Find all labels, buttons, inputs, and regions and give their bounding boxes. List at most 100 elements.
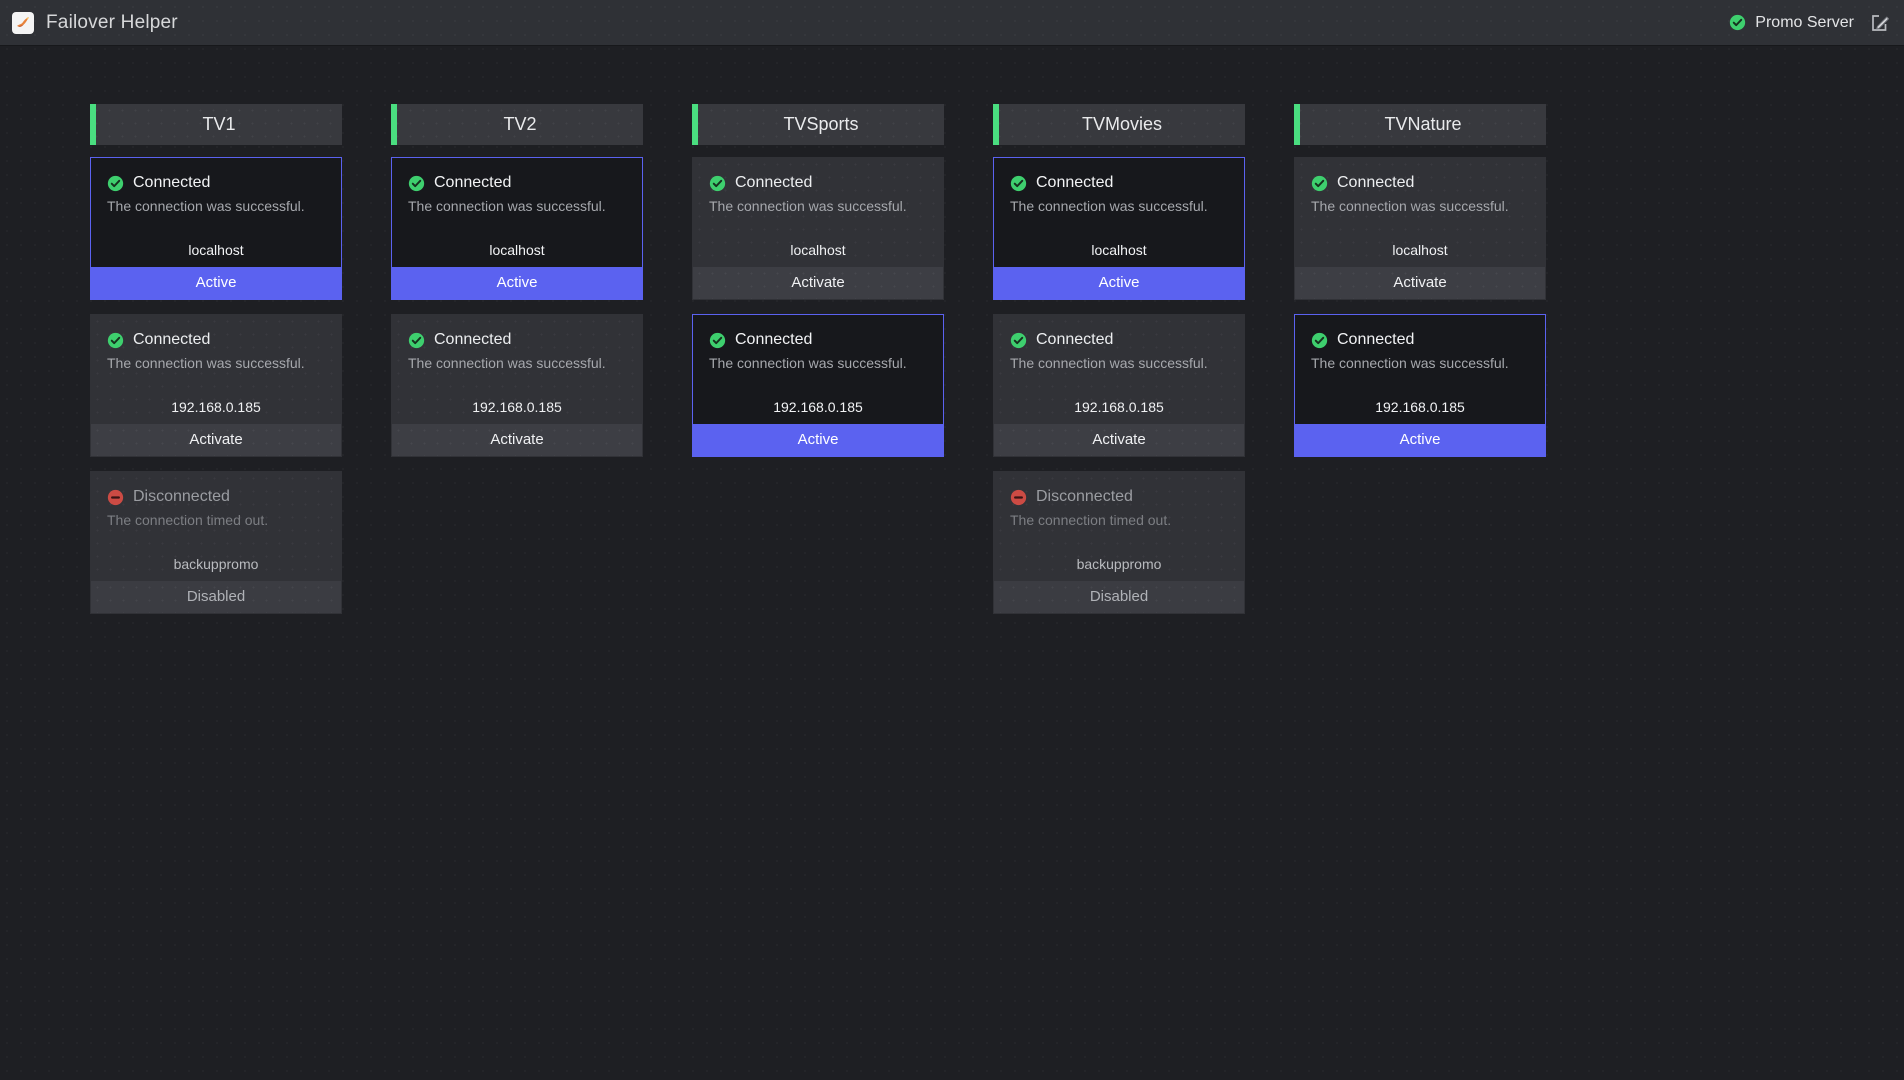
edit-pencil-icon[interactable] (1870, 13, 1890, 33)
status-description: The connection timed out. (1010, 512, 1172, 528)
status-row: Connected (1010, 331, 1228, 349)
app-title: Failover Helper (46, 11, 178, 33)
status-label: Disconnected (133, 488, 230, 505)
check-circle-icon (709, 175, 726, 191)
status-row: Connected (408, 174, 626, 192)
status-description: The connection was successful. (709, 198, 907, 214)
column-header: TVMovies (993, 104, 1245, 145)
server-label: Promo Server (1755, 13, 1854, 31)
status-label: Connected (735, 331, 813, 348)
status-row: Connected (107, 174, 325, 192)
status-description: The connection was successful. (1311, 355, 1509, 371)
host-address: backuppromo (1076, 556, 1162, 572)
status-label: Connected (133, 174, 211, 191)
status-label: Connected (434, 174, 512, 191)
title-bar-left: Failover Helper (12, 11, 178, 34)
card-action-button[interactable]: Disabled (994, 581, 1244, 613)
card-action-button[interactable]: Activate (693, 267, 943, 299)
card-action-button[interactable]: Activate (392, 424, 642, 456)
status-row: Connected (709, 331, 927, 349)
status-row: Disconnected (1010, 488, 1228, 506)
card-action-button[interactable]: Activate (91, 424, 341, 456)
status-description: The connection was successful. (1311, 198, 1509, 214)
column-header: TV1 (90, 104, 342, 145)
check-circle-icon (709, 332, 726, 348)
column-accent-bar (1294, 104, 1300, 145)
check-circle-icon (1010, 175, 1027, 191)
status-row: Connected (1311, 174, 1529, 192)
check-circle-icon (107, 332, 124, 348)
status-row: Connected (709, 174, 927, 192)
column-title: TV1 (202, 114, 236, 134)
status-label: Connected (1337, 331, 1415, 348)
status-label: Disconnected (1036, 488, 1133, 505)
status-label: Connected (735, 174, 813, 191)
status-row: Connected (107, 331, 325, 349)
status-row: Disconnected (107, 488, 325, 506)
status-description: The connection was successful. (107, 198, 305, 214)
host-address: localhost (1091, 242, 1147, 258)
card-action-button[interactable]: Activate (994, 424, 1244, 456)
check-circle-icon (1311, 332, 1328, 348)
card-action-button[interactable]: Active (392, 267, 642, 299)
host-address: 192.168.0.185 (171, 399, 261, 415)
title-bar: Failover Helper Promo Server (0, 0, 1904, 46)
status-description: The connection was successful. (408, 355, 606, 371)
host-address: 192.168.0.185 (1375, 399, 1465, 415)
column-title: TVNature (1384, 114, 1462, 134)
status-label: Connected (133, 331, 211, 348)
card-action-button[interactable]: Activate (1295, 267, 1545, 299)
status-description: The connection was successful. (107, 355, 305, 371)
check-circle-icon (107, 175, 124, 191)
host-address: localhost (489, 242, 545, 258)
minus-circle-icon (1010, 489, 1027, 505)
column-accent-bar (90, 104, 96, 145)
card-action-button[interactable]: Disabled (91, 581, 341, 613)
status-description: The connection was successful. (1010, 198, 1208, 214)
host-address: localhost (188, 242, 244, 258)
server-indicator[interactable]: Promo Server (1729, 14, 1854, 32)
status-row: Connected (1010, 174, 1228, 192)
check-circle-icon (408, 332, 425, 348)
host-address: 192.168.0.185 (773, 399, 863, 415)
host-address: localhost (790, 242, 846, 258)
status-description: The connection timed out. (107, 512, 269, 528)
card-action-button[interactable]: Active (693, 424, 943, 456)
app-logo-icon (12, 11, 34, 34)
card-action-button[interactable]: Active (1295, 424, 1545, 456)
status-description: The connection was successful. (408, 198, 606, 214)
check-circle-icon (408, 175, 425, 191)
card-action-button[interactable]: Active (91, 267, 341, 299)
host-address: 192.168.0.185 (1074, 399, 1164, 415)
column-title: TVSports (783, 114, 859, 134)
column-title: TV2 (503, 114, 537, 134)
column-header: TVSports (692, 104, 944, 145)
card-action-button[interactable]: Active (994, 267, 1244, 299)
column-accent-bar (692, 104, 698, 145)
